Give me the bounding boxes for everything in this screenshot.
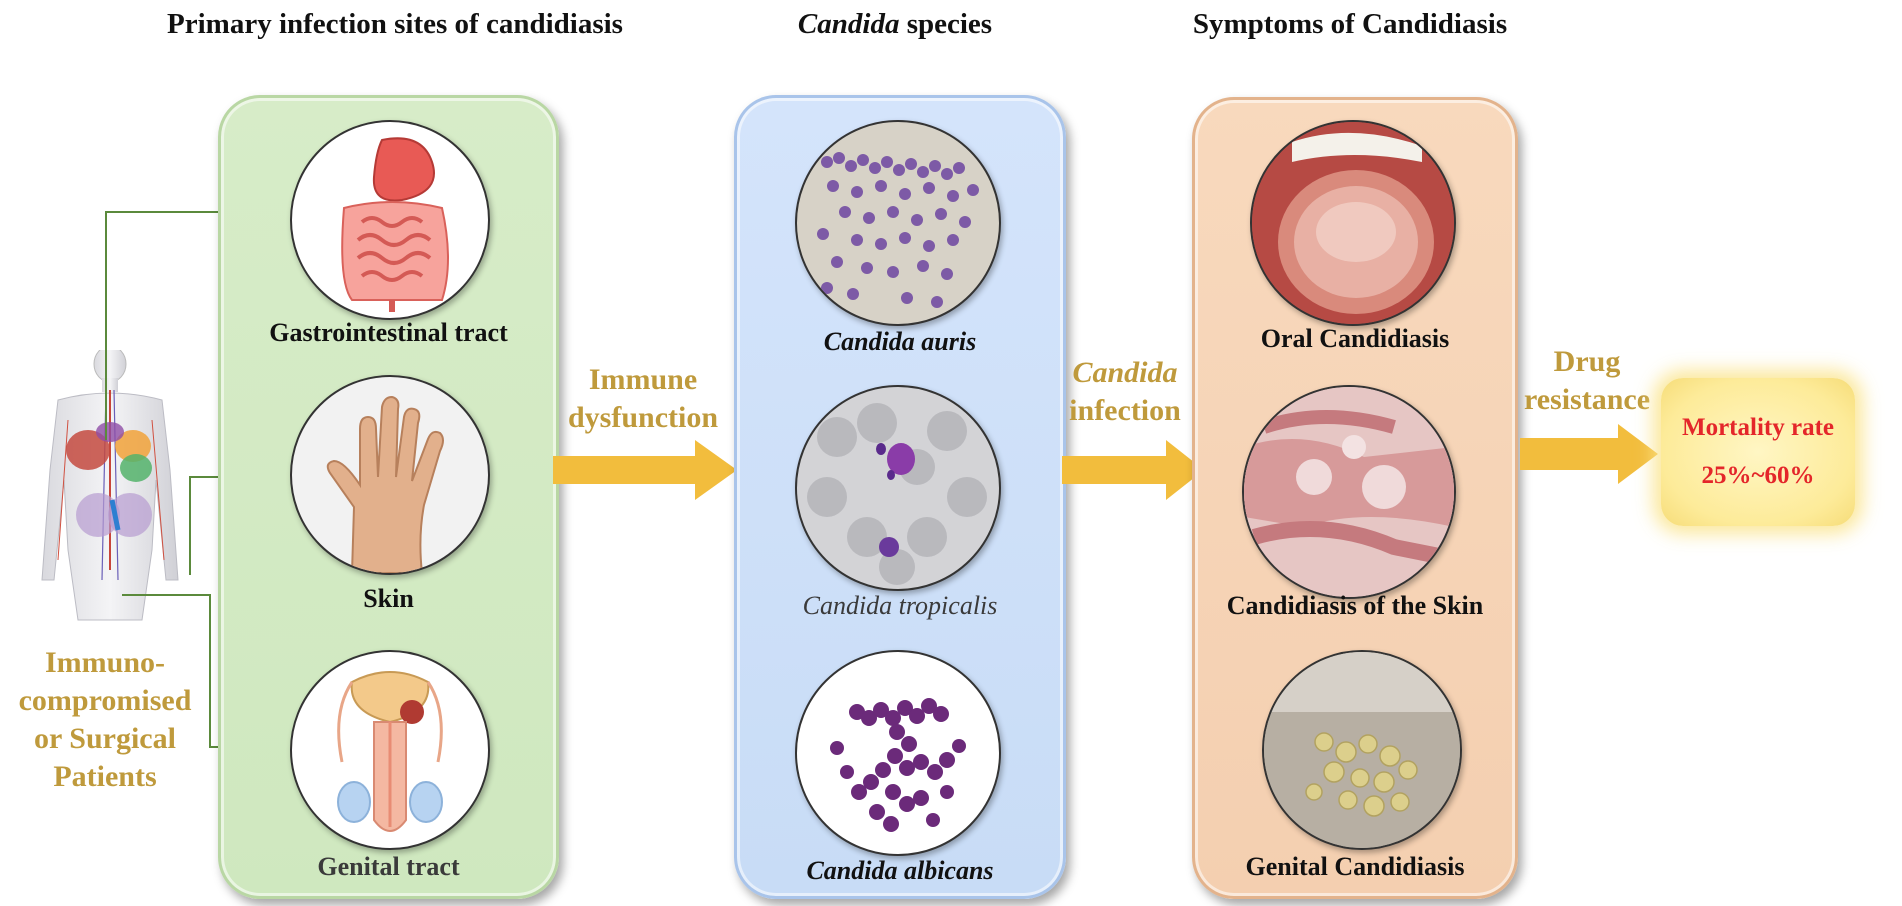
symptom-label-oral: Oral Candidiasis bbox=[1260, 324, 1450, 353]
patients-label-line2: compromised bbox=[18, 684, 192, 717]
symptom-label-skin: Candidiasis of the Skin bbox=[1226, 591, 1484, 620]
species-label-auris: Candida auris bbox=[823, 327, 977, 356]
skin-candidiasis-photo bbox=[1242, 385, 1456, 599]
title-candida-species: Candida species bbox=[730, 8, 1060, 41]
title-species-rest: species bbox=[899, 8, 993, 40]
candida-albicans-micrograph bbox=[795, 650, 1001, 856]
site-label-genital: Genital tract bbox=[317, 852, 460, 881]
hand-icon bbox=[290, 375, 490, 575]
site-label-skin: Skin bbox=[363, 584, 414, 613]
patients-label-line4: Patients bbox=[53, 760, 157, 793]
arrow-immune-dysfunction bbox=[553, 440, 737, 500]
species-label-tropicalis: Candida tropicalis bbox=[802, 591, 998, 620]
title-infection-sites: Primary infection sites of candidiasis bbox=[167, 8, 623, 40]
genital-candidiasis-photo bbox=[1262, 650, 1462, 850]
patients-label-line1: Immuno- bbox=[44, 646, 165, 679]
intestine-icon bbox=[290, 120, 490, 320]
species-label-albicans: Candida albicans bbox=[806, 856, 994, 885]
candida-auris-micrograph bbox=[795, 120, 1001, 326]
human-body-icon bbox=[41, 350, 179, 621]
label-immune-dysfunction: Immune dysfunction bbox=[548, 361, 738, 437]
infection-line2: infection bbox=[1069, 394, 1181, 427]
mortality-rate-value: 25%~60% bbox=[1701, 462, 1815, 489]
drug-line2: resistance bbox=[1523, 383, 1651, 416]
patients-label: Immuno- compromised or Surgical Patients bbox=[10, 644, 200, 796]
label-candida-infection: Candida infection bbox=[1050, 354, 1200, 430]
symptom-label-genital: Genital Candidiasis bbox=[1245, 852, 1465, 881]
site-label-gastrointestinal: Gastrointestinal tract bbox=[269, 318, 508, 347]
immune-line2: dysfunction bbox=[567, 401, 719, 434]
mortality-rate-title: Mortality rate bbox=[1681, 414, 1834, 441]
drug-line1: Drug bbox=[1553, 345, 1621, 378]
arrow-drug-resistance bbox=[1520, 424, 1658, 484]
patients-label-line3: or Surgical bbox=[34, 722, 176, 755]
mortality-rate-box: Mortality rate 25%~60% bbox=[1661, 378, 1855, 526]
immune-line1: Immune bbox=[588, 363, 698, 396]
infection-line1: Candida bbox=[1072, 356, 1178, 389]
genital-icon bbox=[290, 650, 490, 850]
label-drug-resistance: Drug resistance bbox=[1512, 343, 1662, 419]
candida-tropicalis-micrograph bbox=[795, 385, 1001, 591]
arrow-candida-infection bbox=[1062, 440, 1204, 500]
oral-candidiasis-photo bbox=[1250, 120, 1456, 326]
title-symptoms: Symptoms of Candidiasis bbox=[1192, 8, 1508, 40]
title-species-italic: Candida bbox=[797, 8, 900, 40]
